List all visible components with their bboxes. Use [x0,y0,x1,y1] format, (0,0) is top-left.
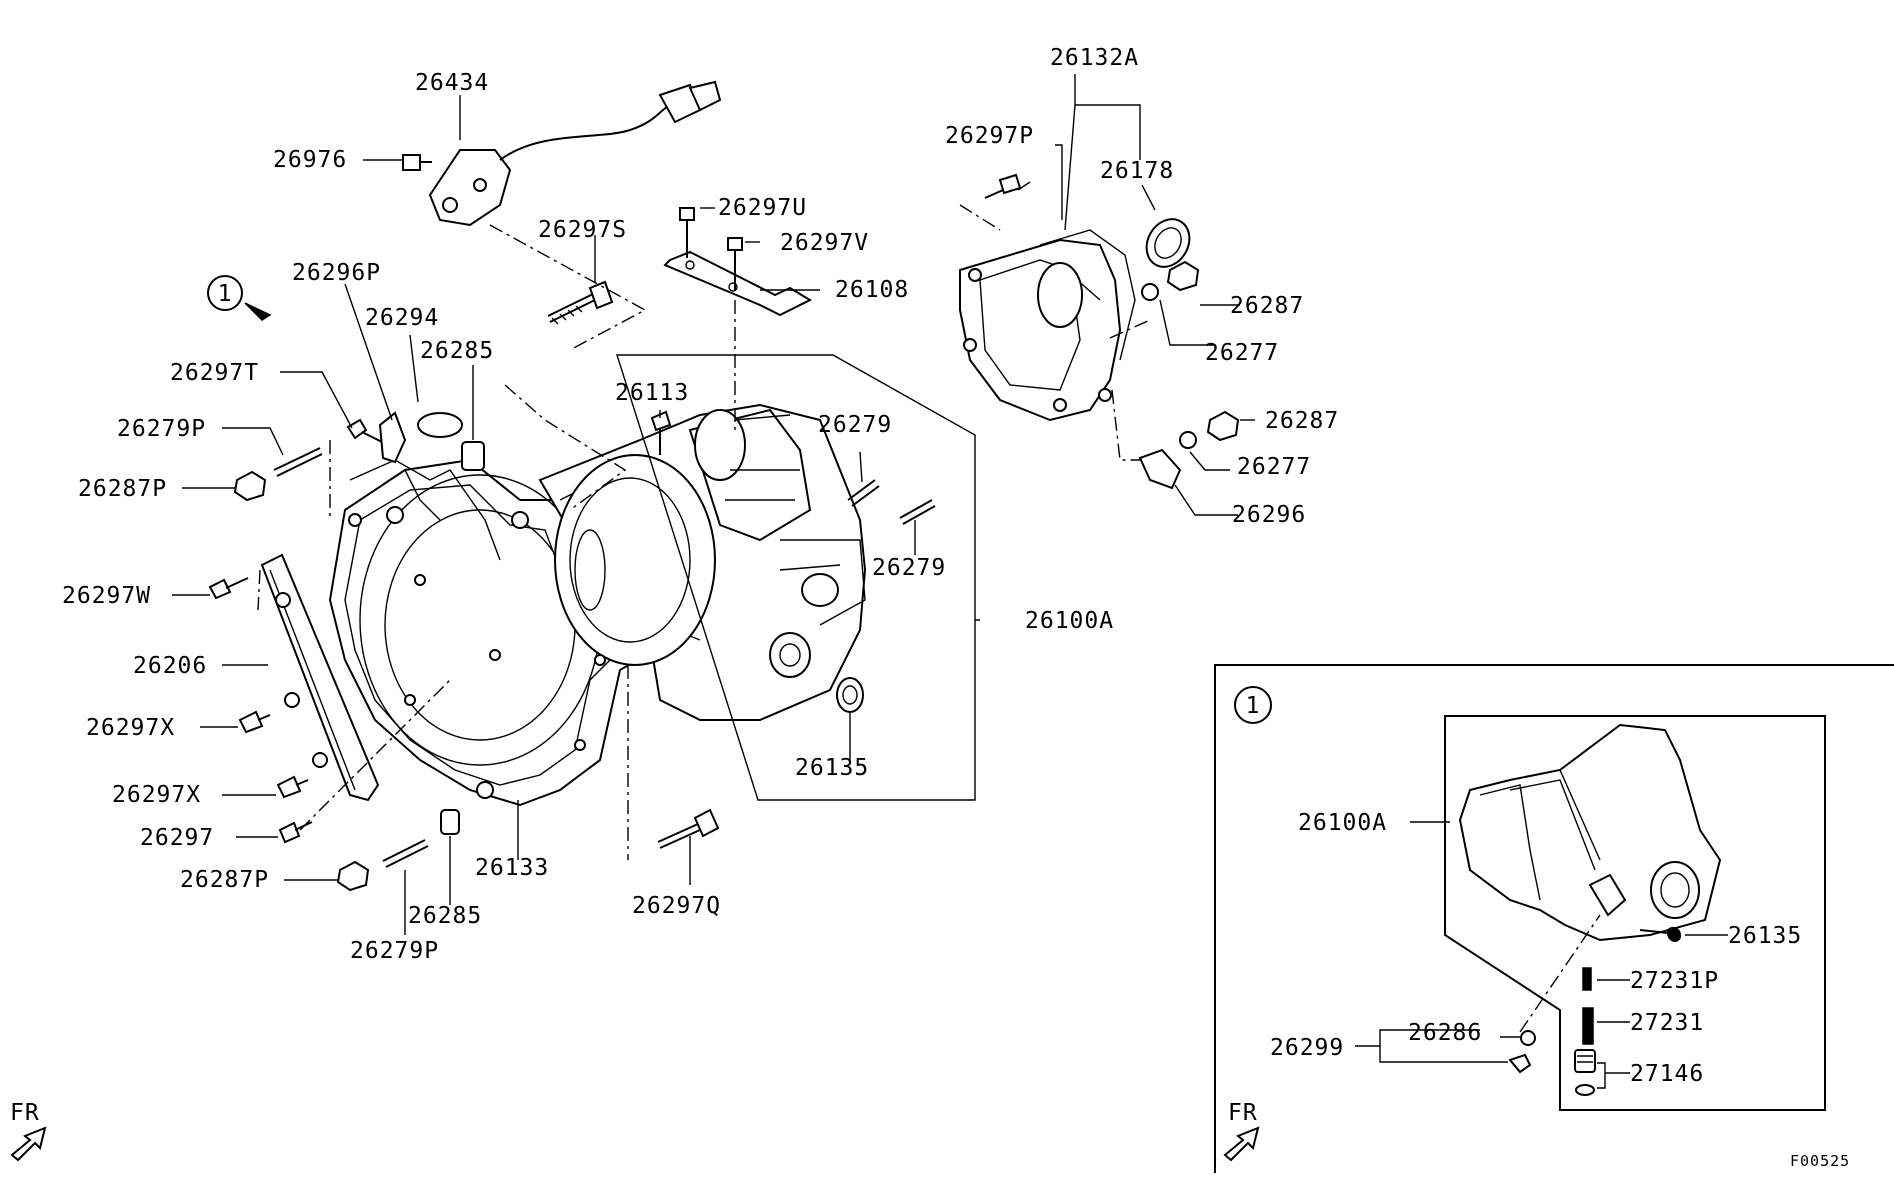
inset-label-26100A: 26100A [1298,810,1387,836]
label-26296: 26296 [1232,502,1306,528]
label-26277-b: 26277 [1237,454,1311,480]
label-26132A: 26132A [1050,45,1139,71]
figure-code: F00525 [1790,1152,1850,1170]
label-26108: 26108 [835,277,909,303]
label-26279-b: 26279 [872,555,946,581]
cover-plate-26206 [260,553,380,802]
label-26287P-bot: 26287P [180,867,269,893]
label-26294: 26294 [365,305,439,331]
bracket-26108 [663,250,813,317]
label-26277-a: 26277 [1205,340,1279,366]
fasteners [208,154,1240,892]
label-26113: 26113 [615,380,689,406]
sensor-26434 [428,80,722,227]
part-labels: 26132A 26434 26976 26297P 26178 26297U 2… [62,45,1339,964]
label-26285-bot: 26285 [408,903,482,929]
label-26297U: 26297U [718,195,807,221]
label-26287-a: 26287 [1230,293,1304,319]
front-arrow-main: FR [10,1100,47,1162]
label-26279-a: 26279 [818,412,892,438]
label-26279P-top: 26279P [117,416,206,442]
alignment-lines [257,204,1151,860]
label-26135: 26135 [795,755,869,781]
view-callout-number: 1 [218,281,233,307]
label-26297X-a: 26297X [86,715,175,741]
fr-label-main: FR [10,1100,40,1126]
label-26287-b: 26287 [1265,408,1339,434]
label-26178: 26178 [1100,158,1174,184]
label-26297P-top: 26297P [945,123,1034,149]
inset-label-26299: 26299 [1270,1035,1344,1061]
inset-label-27146: 27146 [1630,1061,1704,1087]
label-26133: 26133 [475,855,549,881]
inset-label-27231: 27231 [1630,1010,1704,1036]
label-26206: 26206 [133,653,207,679]
label-26100A: 26100A [1025,608,1114,634]
inset-callout-number: 1 [1246,693,1261,719]
label-26297Q: 26297Q [632,893,721,919]
view-arrow-callout: 1 [207,275,272,321]
label-26297V: 26297V [780,230,869,256]
label-26279P-bot: 26279P [350,938,439,964]
detail-inset: 1 26100A 26135 27231P 27231 26286 [1214,664,1894,1173]
inset-label-27231P: 27231P [1630,968,1719,994]
inset-fr-label: FR [1228,1100,1258,1126]
inset-label-26135: 26135 [1728,923,1802,949]
transmission-case-illustration [328,403,867,807]
label-26976: 26976 [273,147,347,173]
extension-housing-26132A [959,229,1136,422]
label-26296P: 26296P [292,260,381,286]
label-26297S: 26297S [538,217,627,243]
oil-seal-26178 [1145,218,1191,268]
label-26297W: 26297W [62,583,151,609]
label-26285-top: 26285 [420,338,494,364]
label-26297T: 26297T [170,360,259,386]
label-26297: 26297 [140,825,214,851]
leader-lines [172,74,1255,935]
label-26434: 26434 [415,70,489,96]
label-26287P-top: 26287P [78,476,167,502]
label-26297X-b: 26297X [112,782,201,808]
inset-label-26286: 26286 [1408,1020,1482,1046]
